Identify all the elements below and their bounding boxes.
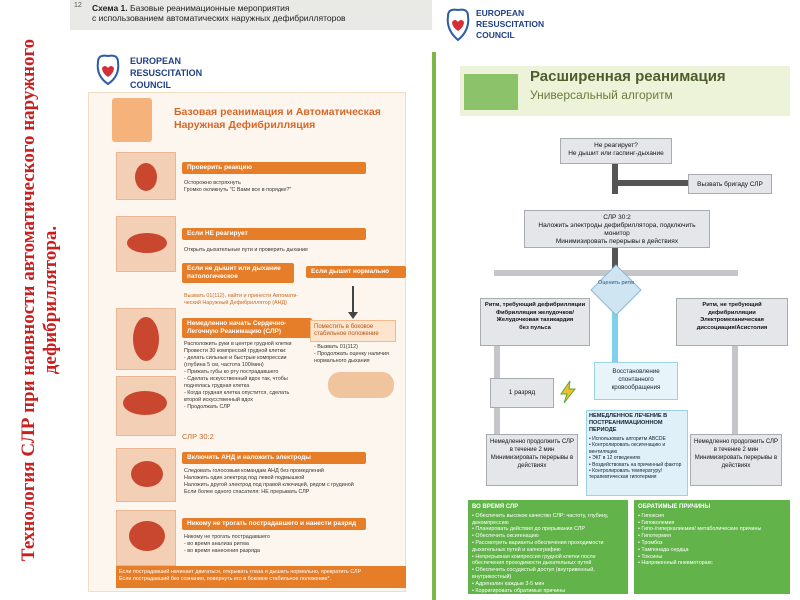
check-response-text: Осторожно встряхнуть Громко окликнуть "С… xyxy=(184,180,292,193)
step-attach-aed: Включить АНД и наложить электроды xyxy=(182,452,366,464)
post-item: • ЭКГ в 12 отведениях xyxy=(589,455,641,462)
during-item: • Непрерывная компрессия грудной клетки … xyxy=(472,553,596,567)
connector-to-call-team xyxy=(618,180,688,186)
erc-logo-text: EUROPEAN RESUSCITATION COUNCIL xyxy=(476,8,545,40)
side-title-panel: Технология СЛР при наявности автоматичес… xyxy=(0,0,80,600)
open-airway-text: Открыть дыхательные пути и проверить дых… xyxy=(184,247,308,253)
shock-box: 1 разряд xyxy=(490,378,554,408)
arrow-down-icon xyxy=(348,312,358,319)
connector-right xyxy=(732,334,738,434)
scheme-header: 12 Схема 1. Базовые реанимационные мероп… xyxy=(70,0,432,30)
scheme-title-line-1: Базовые реанимационные мероприятия xyxy=(130,3,290,13)
scheme-title: Схема 1. Базовые реанимационные мероприя… xyxy=(92,3,346,23)
during-item: • Обеспечить оксигенацию xyxy=(472,533,539,540)
photo-no-touch xyxy=(116,510,176,566)
lightning-bolt-icon xyxy=(560,380,577,404)
reversible-causes-box: ОБРАТИМЫЕ ПРИЧИНЫ • Гипоксия • Гиповолем… xyxy=(634,500,790,594)
non-shockable-rhythm-box: Ритм, не требующий дефибрилляции Электро… xyxy=(676,298,788,346)
step-breathing-normally: Если дышит нормально xyxy=(306,266,406,278)
cause-item: • Гиповолемия xyxy=(638,519,675,526)
photo-rescue-breaths xyxy=(116,376,176,436)
aed-instructions: Следовать голосовым командам АНД без про… xyxy=(184,468,354,495)
no-touch-text: Никому не трогать пострадавшего - во вре… xyxy=(184,534,270,554)
no-response-box: Не реагирует? Не дышит или гаспинг-дыхан… xyxy=(560,138,672,164)
during-item: • Планировать действия до прерывания СЛР xyxy=(472,526,585,533)
rosc-box: Восстановление спонтанного кровообращени… xyxy=(594,362,678,400)
banner-photo xyxy=(464,74,518,110)
recovery-position-figure xyxy=(328,372,394,398)
during-cpr-title: ВО ВРЕМЯ СЛР xyxy=(472,504,519,510)
connector-to-rosc xyxy=(612,312,618,362)
recovery-position-text: - Вызвать 01(112) - Продолжать оценку на… xyxy=(314,344,389,364)
scheme-title-line-2: с использованием автоматических наружных… xyxy=(92,13,346,23)
step-start-cpr: Немедленно начать Сердечно- Легочную Реа… xyxy=(182,318,312,338)
during-cpr-box: ВО ВРЕМЯ СЛР • Обеспечить высокое качест… xyxy=(468,500,628,594)
during-item: • Обеспечить сосудистый доступ (внутриве… xyxy=(472,567,595,580)
scheme-label: Схема 1. xyxy=(92,3,128,13)
cause-item: • Тампонада сердца xyxy=(638,546,689,553)
continue-cpr-right-box: Немедленно продолжить СЛР в течение 2 ми… xyxy=(690,434,782,486)
connector-to-assess xyxy=(612,244,618,270)
during-item: • Обеспечить высокое качество СЛР: часто… xyxy=(472,512,609,526)
als-subtitle: Универсальный алгоритм xyxy=(530,88,673,102)
post-resuscitation-title: НЕМЕДЛЕННОЕ ЛЕЧЕНИЕ В ПОСТРЕАНИМАЦИОННОМ… xyxy=(589,413,668,433)
post-item: • Контролировать температуру/ терапевтич… xyxy=(589,468,662,481)
cause-item: • Гипотермия xyxy=(638,533,671,540)
shockable-rhythm-box: Ритм, требующий дефибрилляции Фибрилляци… xyxy=(480,298,590,346)
step-no-touch-shock: Никому не трогать пострадавшего и нанест… xyxy=(182,518,366,530)
photo-check-response xyxy=(116,152,176,200)
photo-open-airway xyxy=(116,216,176,272)
erc-logo-icon xyxy=(96,54,120,86)
post-resuscitation-box: НЕМЕДЛЕННОЕ ЛЕЧЕНИЕ В ПОСТРЕАНИМАЦИОННОМ… xyxy=(586,410,688,496)
cpr-ratio: СЛР 30:2 xyxy=(182,432,214,441)
call-emergency-text: Вызвать 01(112), найти и принести Автома… xyxy=(184,293,299,306)
advanced-life-support-algorithm: EUROPEAN RESUSCITATION COUNCIL Расширенн… xyxy=(432,0,800,600)
during-item: • Адреналин каждые 3-5 мин xyxy=(472,580,545,587)
cpr-box: СЛР 30:2 Наложить электроды дефибриллято… xyxy=(524,210,710,248)
cause-item: • Токсины xyxy=(638,553,663,560)
post-item: • Контролировать оксигенацию и вентиляци… xyxy=(589,442,666,455)
basic-life-support-scheme: 12 Схема 1. Базовые реанимационные мероп… xyxy=(70,0,432,600)
connector-vertical xyxy=(612,158,618,194)
post-item: • Воздействовать на причинный фактор xyxy=(589,461,682,468)
page-number: 12 xyxy=(74,2,82,9)
reversible-causes-title: ОБРАТИМЫЕ ПРИЧИНЫ xyxy=(638,504,711,510)
step-not-breathing: Если не дышит или дыхание патологическое xyxy=(182,263,294,283)
photo-aed-pads xyxy=(116,448,176,502)
recovery-position-box: Поместить в боковое стабильное положение xyxy=(310,320,396,342)
assess-rhythm-diamond xyxy=(590,264,642,316)
aed-device-icon xyxy=(112,98,152,142)
cause-item: • Напряженный пневмоторакс xyxy=(638,560,713,567)
left-accent-stripe xyxy=(432,52,436,600)
continue-cpr-left-box: Немедленно продолжить СЛР в течение 2 ми… xyxy=(486,434,578,486)
during-item: • Корригировать обратимые причины xyxy=(472,587,566,594)
cause-item: • Гипо-/гиперкалиемия/ метаболические пр… xyxy=(638,526,762,533)
cause-item: • Тромбоз xyxy=(638,539,663,546)
post-item: • Использовать алгоритм ABCDE xyxy=(589,436,666,442)
step-check-response: Проверить реакцию xyxy=(182,162,366,174)
step-no-response: Если НЕ реагирует xyxy=(182,228,366,240)
side-title: Технология СЛР при наявности автоматичес… xyxy=(18,38,61,562)
als-title: Расширенная реанимация xyxy=(530,68,726,85)
photo-compressions xyxy=(116,308,176,370)
footer-note: Если пострадавший начинает двигаться, от… xyxy=(116,566,406,588)
erc-logo-text: EUROPEAN RESUSCITATION COUNCIL xyxy=(130,56,203,90)
during-item: • Рассмотреть варианты обеспечения прохо… xyxy=(472,539,604,553)
cpr-instructions: Расположить руки в центре грудной клетки… xyxy=(184,341,292,410)
erc-logo-icon xyxy=(446,8,470,42)
card-title: Базовая реанимация и Автоматическая Нару… xyxy=(174,106,381,131)
assess-rhythm-label: Оценить ритм xyxy=(598,280,634,286)
cause-item: • Гипоксия xyxy=(638,512,664,519)
call-team-box: Вызвать бригаду СЛР xyxy=(688,174,772,194)
arrow-line xyxy=(352,286,354,316)
